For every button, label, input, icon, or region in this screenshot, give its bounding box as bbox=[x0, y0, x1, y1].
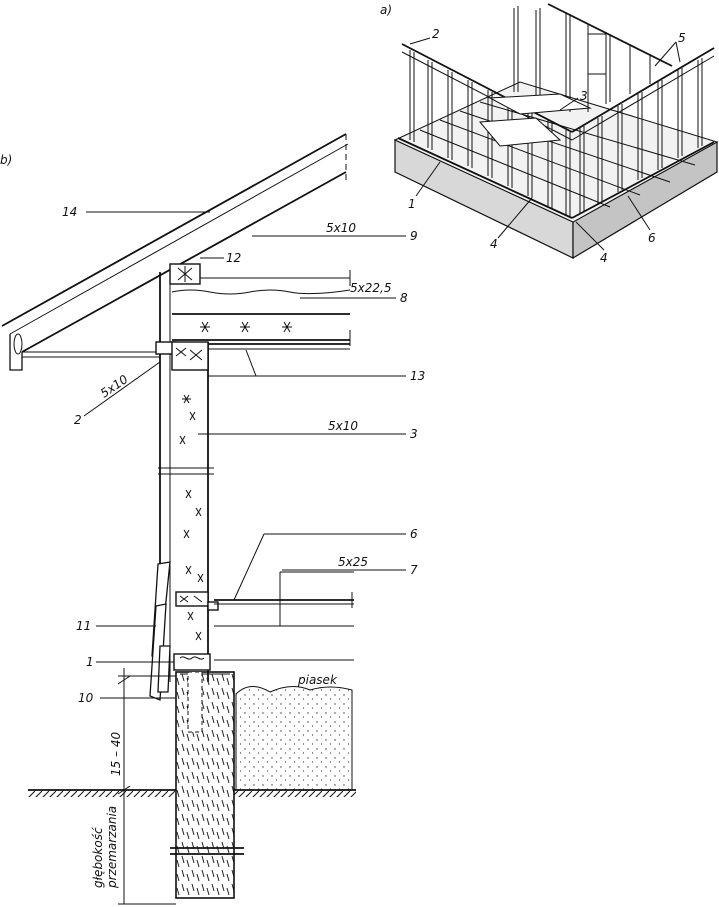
wall-section-view bbox=[1, 133, 406, 905]
callout-13: 13 bbox=[410, 369, 425, 383]
callout-a-1: 1 bbox=[408, 197, 416, 211]
frost-depth-label-line1: głębokość bbox=[91, 827, 105, 888]
callout-3: 3 bbox=[410, 427, 418, 441]
callout-14: 14 bbox=[62, 205, 77, 219]
section-callout-leaders bbox=[83, 211, 406, 699]
callout-8: 8 bbox=[400, 291, 408, 305]
roof bbox=[1, 133, 349, 371]
callout-1: 1 bbox=[86, 655, 94, 669]
callout-11: 11 bbox=[76, 619, 91, 633]
dimension-9: 5x10 bbox=[326, 221, 356, 235]
sill-plate bbox=[173, 653, 211, 671]
top-plate-left bbox=[401, 43, 573, 133]
callout-10: 10 bbox=[78, 691, 94, 705]
frost-depth-label-line2: przemarzania bbox=[105, 806, 119, 889]
callout-7: 7 bbox=[410, 563, 418, 577]
dimension-3: 5x10 bbox=[328, 419, 358, 433]
callout-a-5: 5 bbox=[678, 31, 686, 45]
panel-b-label: b) bbox=[0, 153, 12, 167]
dimension-lines bbox=[117, 668, 176, 905]
callout-a-4-right: 4 bbox=[600, 251, 608, 265]
inner-partition-wall bbox=[478, 3, 673, 147]
panel-a-label: a) bbox=[380, 3, 392, 17]
frame-isometric-view bbox=[393, 3, 719, 260]
callout-a-3: 3 bbox=[580, 89, 588, 103]
callout-9: 9 bbox=[410, 229, 418, 243]
ceiling-joist bbox=[171, 270, 351, 346]
siding-boards bbox=[149, 561, 171, 701]
dimension-7: 5x25 bbox=[338, 555, 368, 569]
callout-6: 6 bbox=[410, 527, 418, 541]
bottom-plate-left bbox=[397, 137, 573, 219]
sand-fill bbox=[235, 686, 353, 791]
studs-right bbox=[579, 58, 703, 214]
foundation-footing bbox=[170, 671, 244, 899]
sand-label: piasek bbox=[297, 673, 338, 687]
bottom-plate-right bbox=[571, 141, 715, 219]
dimension-8: 5x22,5 bbox=[350, 281, 391, 295]
foundation-depth-dimension: 15 – 40 bbox=[109, 731, 123, 776]
callout-2: 2 bbox=[74, 413, 82, 427]
ground-surface bbox=[28, 789, 356, 797]
dimension-2: 5x10 bbox=[98, 372, 131, 401]
callout-a-2: 2 bbox=[432, 27, 440, 41]
floor-joist bbox=[214, 571, 354, 661]
top-plate-right bbox=[571, 47, 715, 133]
frame-callout-leaders bbox=[409, 37, 681, 251]
callout-a-4-left: 4 bbox=[490, 237, 498, 251]
callout-12: 12 bbox=[226, 251, 241, 265]
callout-a-6: 6 bbox=[648, 231, 656, 245]
